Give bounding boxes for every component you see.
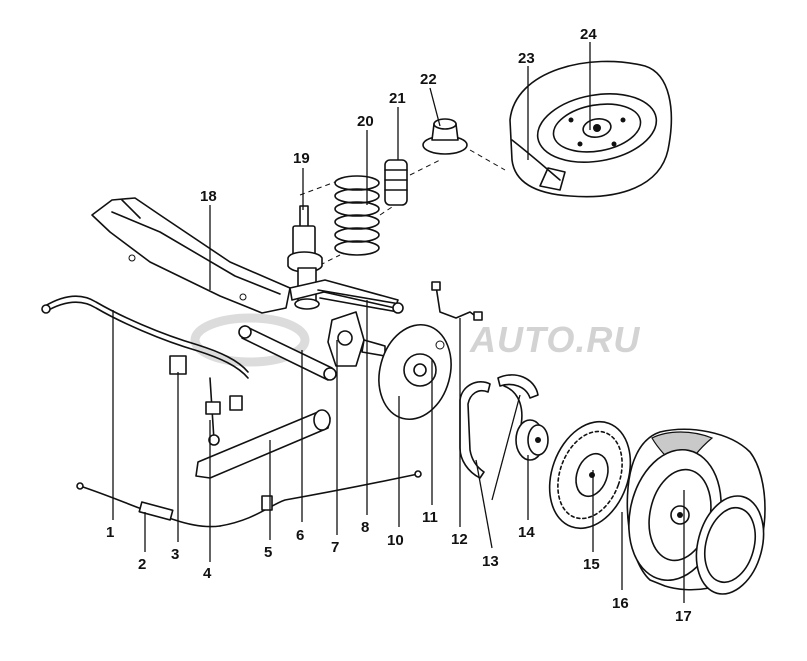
handbrake-cable-front xyxy=(76,482,221,528)
watermark-text: AUTO.RU xyxy=(469,319,640,360)
leader-lines xyxy=(112,42,685,603)
callout-4: 4 xyxy=(203,565,212,582)
bump-stop-boot xyxy=(384,159,441,206)
callout-21: 21 xyxy=(389,90,406,107)
brake-hose xyxy=(431,281,483,321)
callout-5: 5 xyxy=(264,544,272,561)
callout-23: 23 xyxy=(518,50,535,67)
callout-17: 17 xyxy=(675,608,692,625)
watermark: AUTO.RU xyxy=(190,313,640,367)
callout-6: 6 xyxy=(296,527,304,544)
handbrake-cable-rear xyxy=(219,470,422,527)
callout-8: 8 xyxy=(361,519,369,536)
wheel-hub xyxy=(515,419,549,461)
callout-16: 16 xyxy=(612,595,629,612)
brake-backing-plate xyxy=(378,323,452,421)
strut-top-mount xyxy=(422,118,506,171)
callout-2: 2 xyxy=(138,556,146,573)
callout-numbers: 1 2 3 4 5 6 7 8 10 11 12 13 14 15 16 17 … xyxy=(106,26,692,625)
callout-12: 12 xyxy=(451,531,468,548)
callout-3: 3 xyxy=(171,546,179,563)
callout-1: 1 xyxy=(106,524,114,541)
callout-19: 19 xyxy=(293,150,310,167)
lateral-link xyxy=(238,325,337,381)
callout-15: 15 xyxy=(583,556,600,573)
callout-14: 14 xyxy=(518,524,535,541)
callout-18: 18 xyxy=(200,188,217,205)
callout-10: 10 xyxy=(387,532,404,549)
callout-7: 7 xyxy=(331,539,339,556)
callout-20: 20 xyxy=(357,113,374,130)
brake-drum xyxy=(548,420,632,530)
callout-13: 13 xyxy=(482,553,499,570)
trailing-arm xyxy=(195,409,331,479)
stabilizer-link xyxy=(205,377,221,446)
stabilizer-bar xyxy=(41,295,249,411)
callout-24: 24 xyxy=(580,26,597,43)
callout-22: 22 xyxy=(420,71,437,88)
callout-11: 11 xyxy=(422,509,438,526)
upper-link xyxy=(317,289,404,314)
road-wheel xyxy=(626,428,766,595)
spare-wheel-assembly xyxy=(509,60,673,198)
hubcap xyxy=(695,495,765,595)
coil-spring xyxy=(299,175,396,266)
